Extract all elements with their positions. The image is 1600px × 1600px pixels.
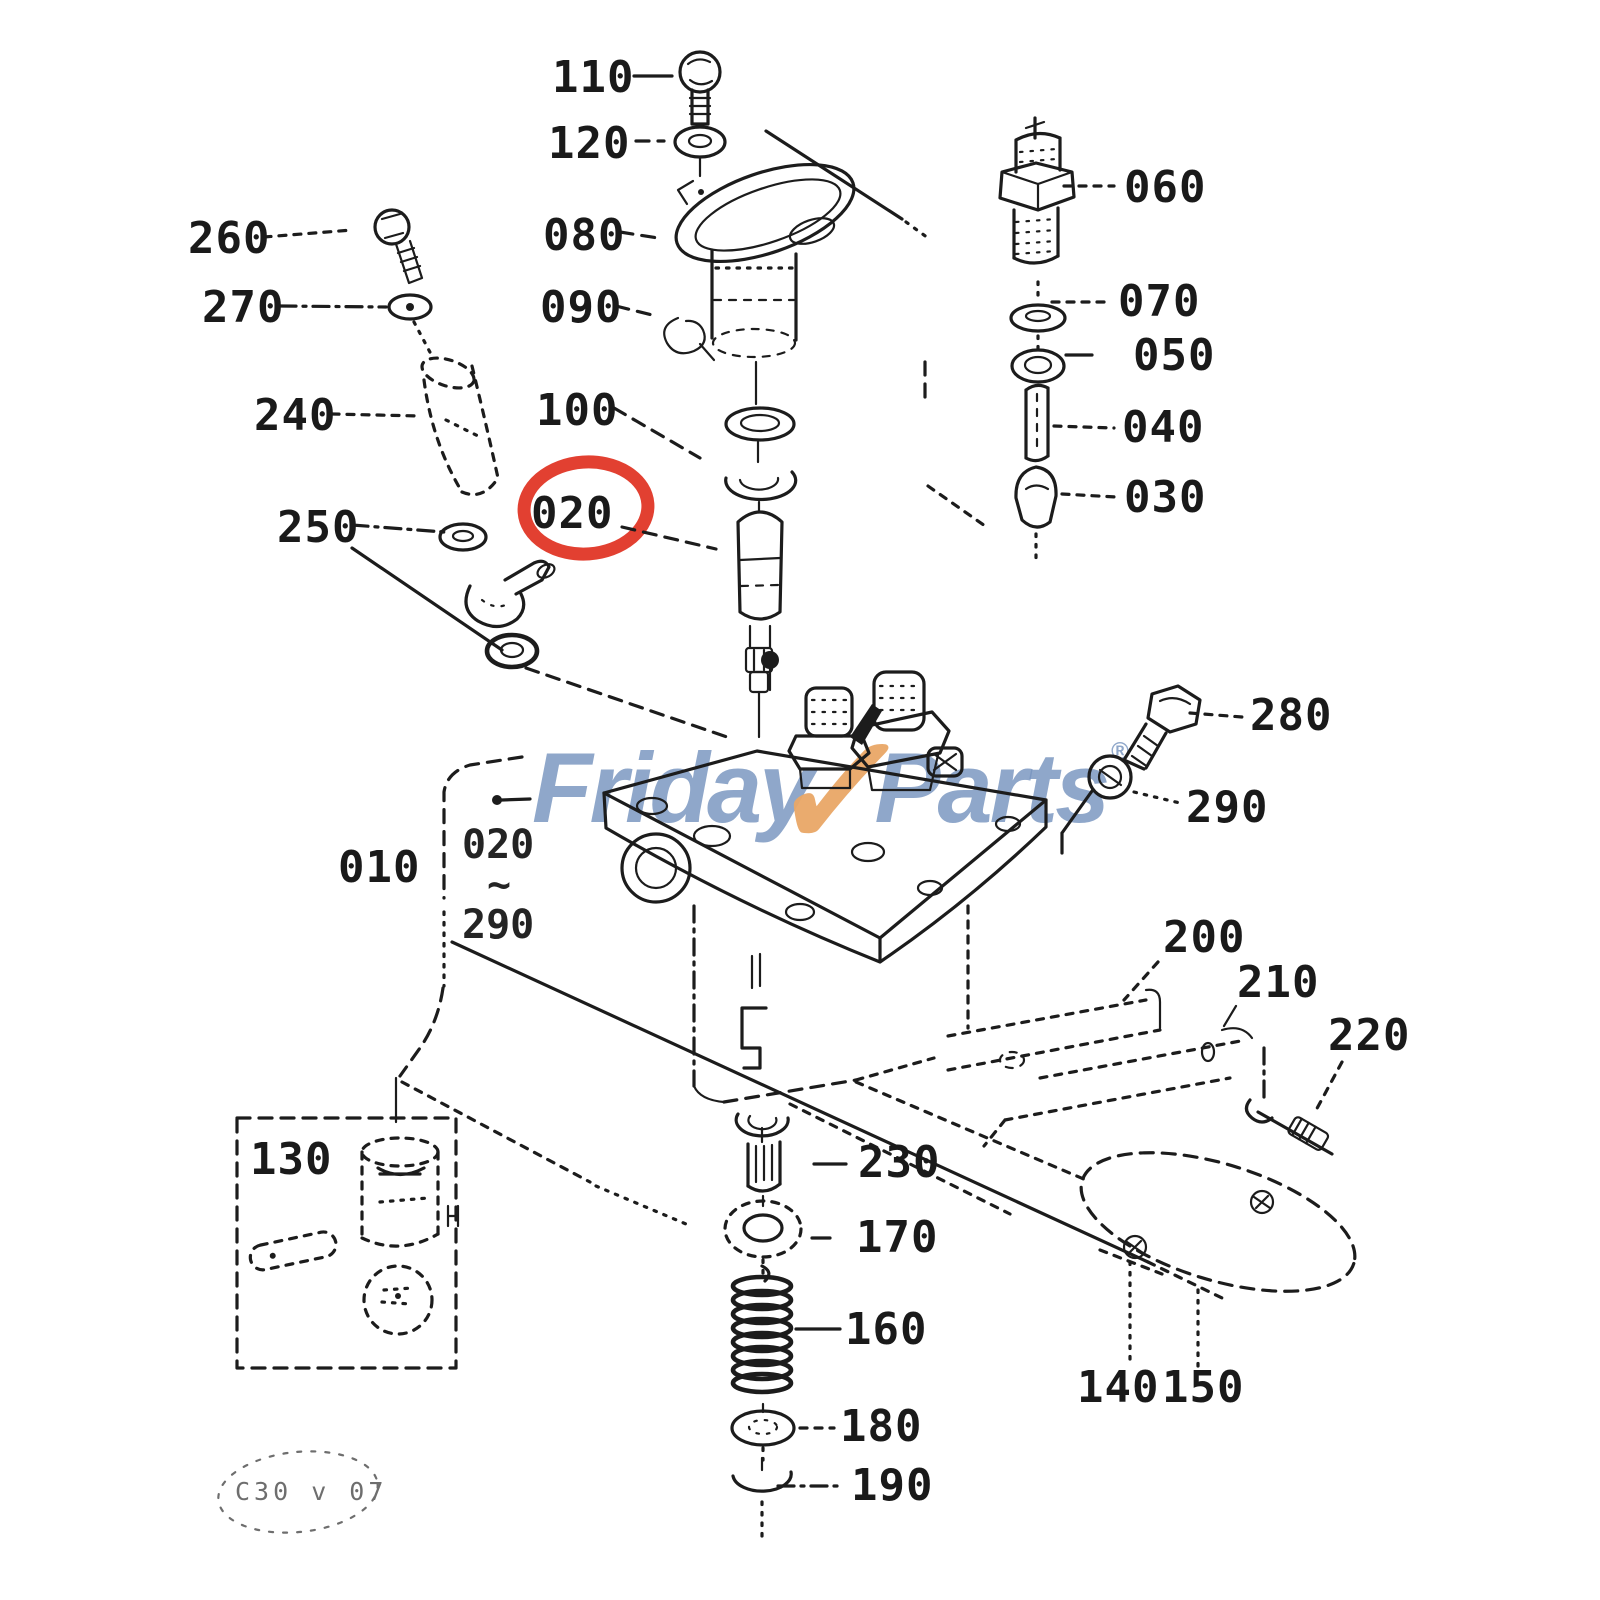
label-140: 140 bbox=[1077, 1362, 1159, 1413]
part-washer-070 bbox=[1009, 280, 1067, 333]
label-180: 180 bbox=[840, 1401, 922, 1452]
label-290: 290 bbox=[1186, 782, 1268, 833]
label-range-start: 020 bbox=[462, 822, 534, 868]
label-080: 080 bbox=[543, 210, 625, 261]
label-070: 070 bbox=[1118, 276, 1200, 327]
label-010: 010 bbox=[338, 842, 420, 893]
label-050: 050 bbox=[1133, 330, 1215, 381]
label-190: 190 bbox=[851, 1460, 933, 1511]
part-bolt-260 bbox=[373, 208, 424, 285]
part-washer-170 bbox=[723, 1194, 803, 1259]
leader-020 bbox=[620, 525, 718, 551]
label-200: 200 bbox=[1163, 912, 1245, 963]
label-090: 090 bbox=[540, 282, 622, 333]
leader-210 bbox=[1222, 1004, 1238, 1028]
leader-080 bbox=[618, 230, 660, 240]
part-washer-dark bbox=[484, 632, 540, 670]
leader-260 bbox=[262, 228, 354, 239]
assembly-boundary bbox=[394, 755, 688, 1226]
part-ring-050 bbox=[1010, 334, 1066, 384]
leader-280 bbox=[1188, 711, 1244, 719]
label-130: 130 bbox=[250, 1134, 332, 1185]
stamp-text: C30 v 07 bbox=[235, 1477, 387, 1506]
leader-040 bbox=[1052, 424, 1116, 430]
reference-line-long bbox=[1146, 1260, 1224, 1300]
part-nozzle-tip-030 bbox=[1014, 465, 1058, 562]
stamp-oval bbox=[217, 1450, 379, 1534]
label-170: 170 bbox=[856, 1212, 938, 1263]
leader-100 bbox=[612, 406, 702, 460]
part-pin bbox=[248, 1230, 338, 1272]
leader-200 bbox=[1122, 960, 1160, 1002]
leader-250 bbox=[350, 523, 446, 534]
label-250: 250 bbox=[277, 502, 359, 553]
reference-line bbox=[904, 220, 930, 240]
leader-090 bbox=[614, 304, 654, 317]
watermark-left: Friday bbox=[532, 732, 814, 843]
label-150: 150 bbox=[1162, 1362, 1244, 1413]
part-washer-270 bbox=[387, 293, 434, 358]
part-pin-040 bbox=[1024, 383, 1050, 463]
part-screw-220 bbox=[1287, 1116, 1330, 1151]
reference-line-long bbox=[450, 940, 1150, 1264]
label-100: 100 bbox=[536, 385, 618, 436]
label-230: 230 bbox=[858, 1137, 940, 1188]
reference-line bbox=[764, 129, 904, 221]
watermark: Friday✓Parts® bbox=[532, 704, 1129, 880]
part-injection-nozzle-020 bbox=[736, 510, 784, 739]
label-270: 270 bbox=[202, 282, 284, 333]
label-110: 110 bbox=[552, 52, 634, 103]
part-washer-180 bbox=[730, 1402, 796, 1447]
label-210: 210 bbox=[1237, 957, 1319, 1008]
leader-220 bbox=[1312, 1060, 1344, 1116]
part-hook-090 bbox=[663, 316, 716, 362]
leader-270 bbox=[278, 304, 388, 309]
label-260: 260 bbox=[188, 213, 270, 264]
reference-line bbox=[524, 666, 729, 739]
label-range-tilde: ~ bbox=[487, 862, 511, 908]
bracket-200 bbox=[946, 988, 1216, 1072]
kit-box-130 bbox=[235, 1116, 460, 1370]
part-pipe-240 bbox=[420, 356, 500, 497]
part-tappet-cylinder bbox=[360, 1136, 460, 1248]
bracket-210 bbox=[982, 1027, 1334, 1156]
leader-250-line bbox=[350, 546, 504, 652]
part-washer-250 bbox=[438, 522, 488, 552]
label-030: 030 bbox=[1124, 472, 1206, 523]
label-040: 040 bbox=[1122, 402, 1204, 453]
part-delivery-valve-230 bbox=[734, 1112, 790, 1193]
side-cap bbox=[926, 746, 964, 778]
highlight-ring-020 bbox=[517, 455, 655, 561]
bracket-lower bbox=[1079, 1151, 1357, 1368]
label-range-end: 290 bbox=[462, 902, 534, 948]
part-bolt-110 bbox=[678, 50, 722, 126]
part-spring-160 bbox=[730, 1264, 794, 1395]
delivery-holder-right bbox=[850, 670, 951, 792]
pump-top-plate bbox=[602, 749, 1048, 964]
pump-body bbox=[692, 904, 1088, 1216]
label-060: 060 bbox=[1124, 162, 1206, 213]
range-callout bbox=[492, 795, 532, 805]
leader-290 bbox=[1132, 790, 1182, 805]
part-sensor-060 bbox=[998, 116, 1076, 265]
part-washer-120 bbox=[673, 125, 727, 159]
part-snap-ring-190 bbox=[731, 1456, 793, 1546]
part-washer-290 bbox=[1060, 754, 1133, 855]
label-120: 120 bbox=[548, 118, 630, 169]
label-240: 240 bbox=[254, 390, 336, 441]
part-disc bbox=[362, 1264, 434, 1336]
leader-030 bbox=[1060, 492, 1118, 499]
part-nozzle-holder-080 bbox=[674, 162, 856, 359]
part-elbow-fitting bbox=[464, 559, 556, 629]
cap-bolt-small bbox=[761, 651, 779, 692]
part-bolt-280 bbox=[1122, 684, 1202, 771]
leader-240 bbox=[330, 412, 422, 418]
label-020: 020 bbox=[531, 488, 613, 539]
label-160: 160 bbox=[845, 1304, 927, 1355]
part-washers-100 bbox=[724, 360, 798, 514]
reference-line bbox=[926, 484, 990, 530]
label-220: 220 bbox=[1328, 1010, 1410, 1061]
label-280: 280 bbox=[1250, 690, 1332, 741]
